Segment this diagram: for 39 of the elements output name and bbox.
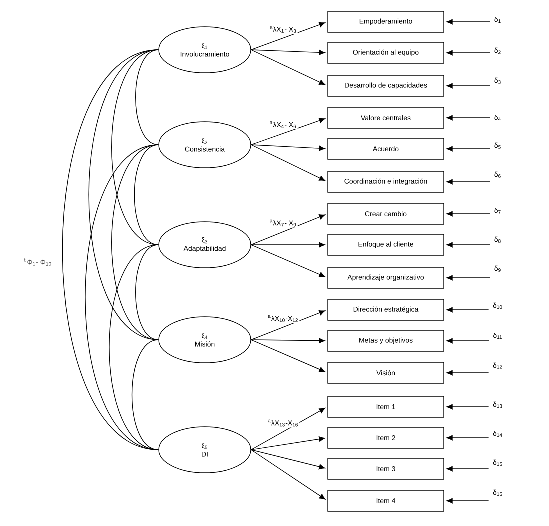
arrow [251, 50, 326, 56]
arrow [251, 244, 326, 278]
arrow [446, 307, 490, 313]
arrow [446, 466, 490, 472]
arrow [446, 370, 490, 376]
arrow [446, 179, 491, 185]
arrow [446, 115, 491, 121]
arrow [446, 50, 491, 56]
arrow [446, 275, 491, 281]
arrow [446, 498, 490, 504]
arrow [446, 83, 491, 89]
covariance-curve [136, 244, 159, 340]
arrow [251, 436, 326, 450]
arrow [446, 435, 490, 441]
covariance-curve [132, 340, 159, 450]
arrow [446, 338, 490, 344]
arrow [251, 408, 326, 450]
arrow [251, 144, 326, 182]
arrow [251, 340, 326, 372]
arrow [446, 242, 491, 248]
covariance-curve [109, 244, 159, 450]
covariance-curve [62, 50, 159, 450]
arrow [251, 338, 326, 344]
covariance-curve [85, 144, 159, 450]
arrow [251, 50, 326, 86]
arrow [251, 144, 326, 152]
arrow [251, 450, 326, 470]
covariance-curve [136, 50, 159, 146]
arrow [251, 310, 326, 340]
arrow [446, 19, 491, 25]
arrow [251, 118, 326, 146]
arrow [446, 404, 490, 410]
arrow [446, 211, 491, 217]
arrow [251, 22, 326, 50]
arrow [251, 450, 326, 500]
arrow [251, 214, 326, 246]
covariance-curve [134, 144, 159, 246]
arrow [251, 242, 326, 248]
arrow [446, 146, 491, 152]
